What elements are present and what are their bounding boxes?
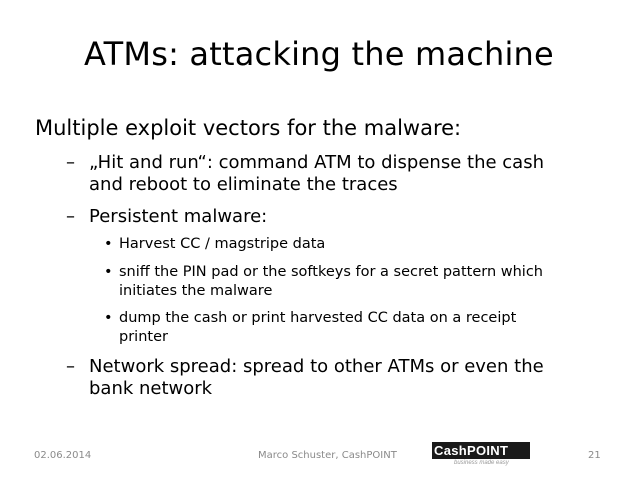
- bullet-marker: •: [104, 264, 113, 280]
- subbullet-harvest: • Harvest CC / magstripe data: [104, 235, 604, 254]
- bullet-hit-and-run: – „Hit and run“: command ATM to dispense…: [66, 152, 606, 196]
- bullet-marker: •: [104, 310, 113, 326]
- dash-marker: –: [66, 356, 75, 377]
- level1-heading: Multiple exploit vectors for the malware…: [35, 116, 462, 140]
- bullet-text: Network spread: spread to other ATMs or …: [89, 356, 544, 399]
- logo-tagline: business made easy: [454, 460, 509, 466]
- bullet-persistent-malware: – Persistent malware:: [66, 206, 606, 228]
- bullet-text: „Hit and run“: command ATM to dispense t…: [89, 152, 544, 195]
- dash-marker: –: [66, 152, 75, 173]
- logo-wordmark: CashPOINT: [434, 443, 509, 458]
- logo-background: [432, 442, 530, 459]
- subbullet-text: dump the cash or print harvested CC data…: [119, 310, 517, 345]
- page-number: 21: [588, 450, 601, 461]
- subbullet-sniff-pin: • sniff the PIN pad or the softkeys for …: [104, 263, 604, 301]
- footer-date: 02.06.2014: [34, 450, 92, 461]
- subbullet-dump-cash: • dump the cash or print harvested CC da…: [104, 309, 604, 347]
- subbullet-text: Harvest CC / magstripe data: [119, 236, 326, 252]
- footer-author: Marco Schuster, CashPOINT: [258, 450, 397, 461]
- bullet-marker: •: [104, 236, 113, 252]
- cashpoint-logo: CashPOINT business made easy: [432, 442, 530, 468]
- bullet-network-spread: – Network spread: spread to other ATMs o…: [66, 356, 606, 400]
- bullet-text: Persistent malware:: [89, 206, 268, 227]
- subbullet-text: sniff the PIN pad or the softkeys for a …: [119, 264, 543, 299]
- slide-title: ATMs: attacking the machine: [84, 35, 554, 73]
- dash-marker: –: [66, 206, 75, 227]
